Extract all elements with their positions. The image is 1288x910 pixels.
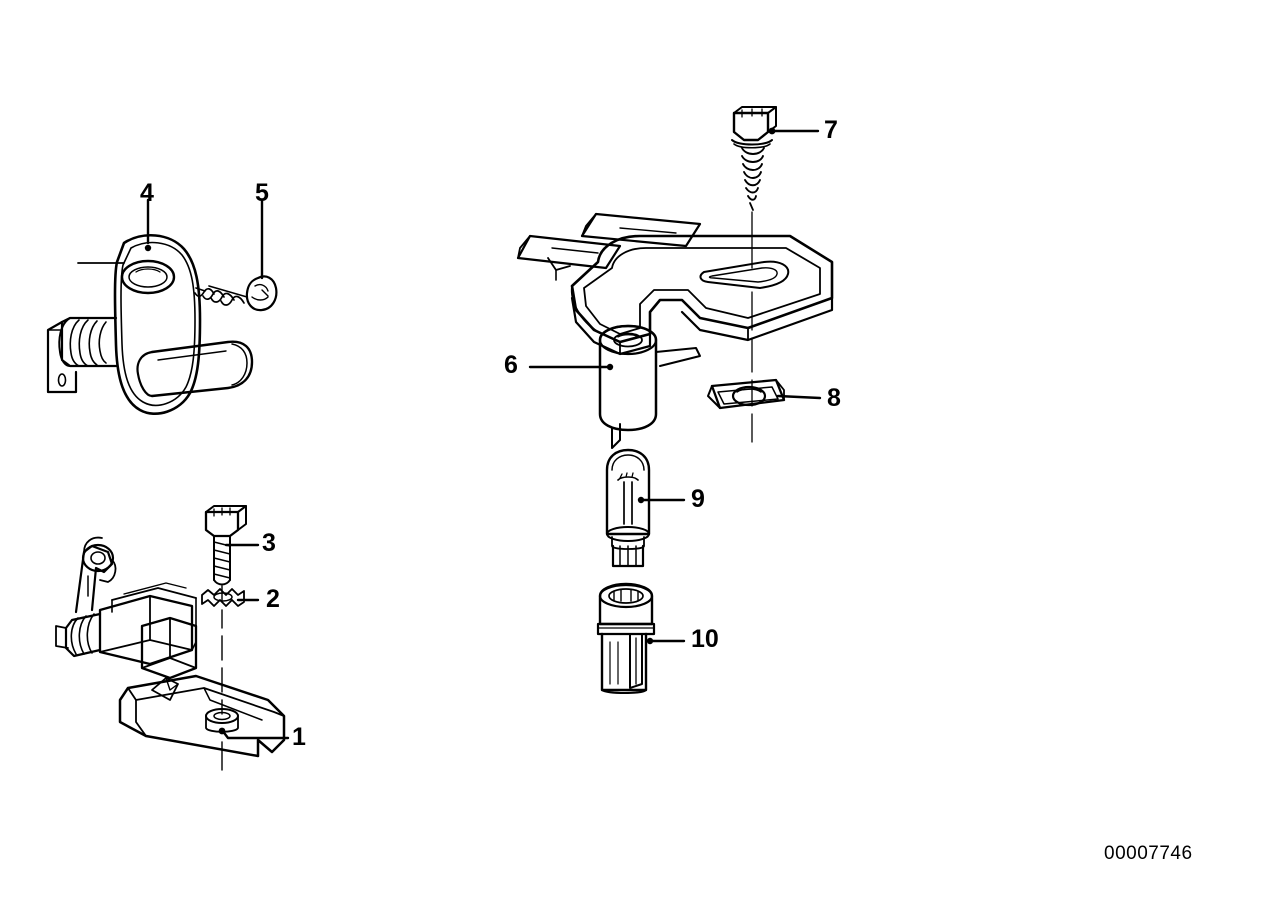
callout-label-7: 7 <box>824 116 838 144</box>
callout-label-5: 5 <box>255 179 269 207</box>
glow-bulb-detail <box>605 448 651 568</box>
callout-label-2: 2 <box>266 585 280 613</box>
leader-8 <box>776 394 822 400</box>
callout-label-8: 8 <box>827 384 841 412</box>
diagram-id-number: 00007746 <box>1104 843 1193 864</box>
callout-label-9: 9 <box>691 485 705 513</box>
hex-socket-bolt-detail <box>204 505 247 586</box>
door-handle-assembly <box>46 233 278 415</box>
bulb-socket-bracket-assembly <box>516 212 834 449</box>
callout-label-6: 6 <box>504 351 518 379</box>
bulb-holder-detail <box>596 582 656 694</box>
pan-head-screw-detail <box>194 275 278 312</box>
callout-label-4: 4 <box>140 179 154 207</box>
callout-label-10: 10 <box>691 625 719 653</box>
callout-label-3: 3 <box>262 529 276 557</box>
callout-leader-lines <box>146 127 822 740</box>
callout-label-1: 1 <box>292 723 306 751</box>
hex-head-tapping-screw-detail <box>731 106 777 443</box>
lock-washer-detail <box>201 588 245 607</box>
